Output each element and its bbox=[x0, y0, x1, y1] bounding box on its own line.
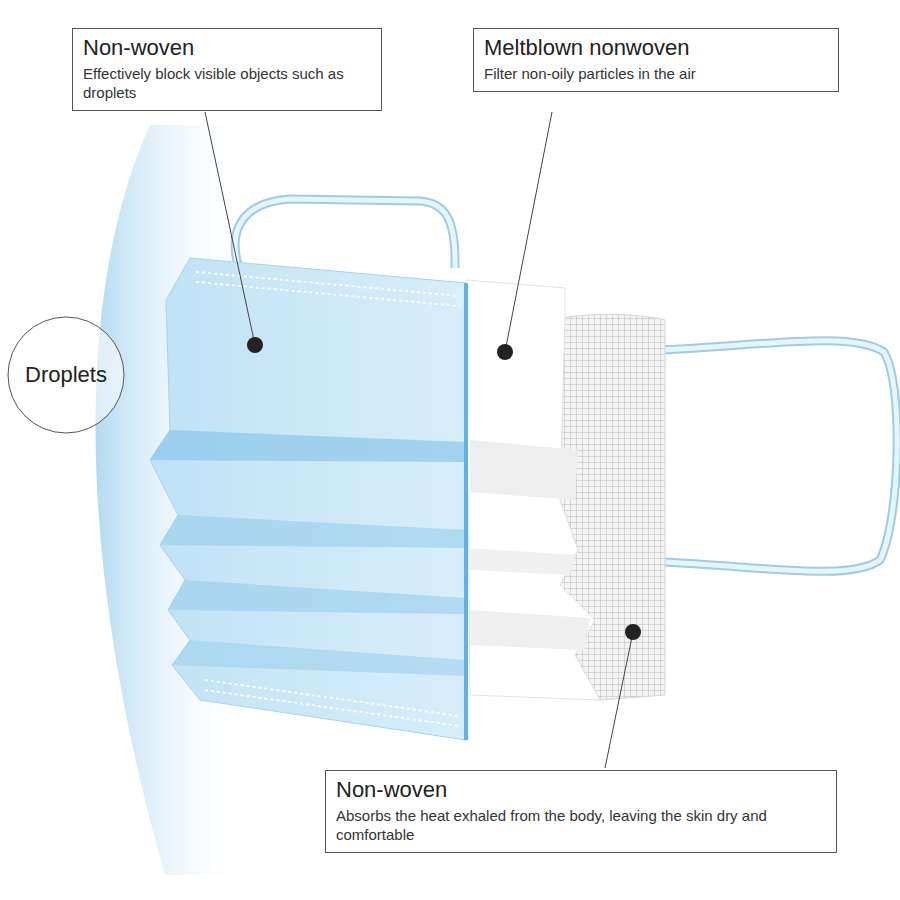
outer-layer bbox=[150, 258, 466, 740]
fold-shade bbox=[470, 610, 590, 650]
leader-line bbox=[605, 632, 633, 768]
stitching bbox=[205, 680, 460, 726]
ear-loop bbox=[235, 199, 455, 268]
callout-box: Meltblown nonwovenFilter non-oily partic… bbox=[473, 28, 839, 92]
ear-loop bbox=[660, 341, 897, 572]
fold-shade bbox=[470, 440, 578, 500]
layer-edge bbox=[464, 283, 468, 740]
stitching bbox=[196, 272, 460, 306]
fold-shade bbox=[168, 580, 466, 614]
callout-box: Non-wovenEffectively block visible objec… bbox=[72, 28, 382, 111]
marker-dot bbox=[247, 337, 263, 353]
circle-outline bbox=[8, 317, 124, 433]
callout-description: Effectively block visible objects such a… bbox=[83, 64, 371, 102]
callout-heading: Droplets bbox=[25, 361, 107, 389]
fold-shade bbox=[470, 548, 575, 575]
marker-dot bbox=[497, 344, 513, 360]
callout-heading: Non-woven bbox=[83, 34, 371, 62]
meltblown-layer bbox=[466, 280, 600, 700]
fold-shade bbox=[160, 515, 466, 548]
droplets-circle: Droplets bbox=[7, 316, 125, 434]
callout-heading: Non-woven bbox=[336, 776, 826, 804]
marker-dot bbox=[625, 624, 641, 640]
leader-line bbox=[205, 112, 255, 345]
fold-shade bbox=[150, 430, 466, 462]
callout-box: Non-wovenAbsorbs the heat exhaled from t… bbox=[325, 770, 837, 853]
callout-heading: Meltblown nonwoven bbox=[484, 34, 828, 62]
fold-shade bbox=[172, 640, 466, 676]
ear-loop bbox=[660, 341, 897, 572]
ear-loop bbox=[235, 199, 455, 268]
leader-line bbox=[505, 112, 552, 352]
callout-description: Filter non-oily particles in the air bbox=[484, 64, 828, 83]
callout-description: Absorbs the heat exhaled from the body, … bbox=[336, 806, 826, 844]
